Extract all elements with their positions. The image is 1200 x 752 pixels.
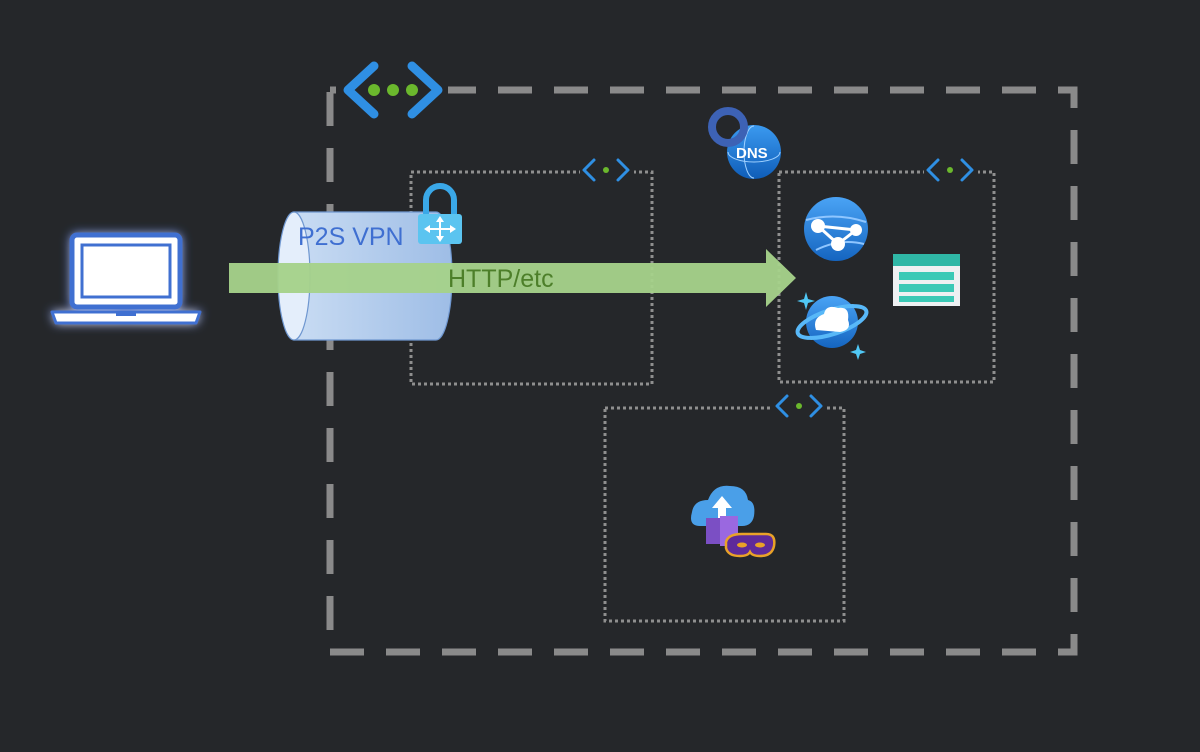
- http-arrow-label: HTTP/etc: [448, 265, 554, 293]
- vnet-boundary: [326, 86, 1078, 656]
- container-apps-icon: [691, 485, 776, 558]
- private-dns-zone-icon: DNS: [708, 107, 781, 179]
- subnet-icon: [773, 392, 827, 422]
- vpn-gateway-lock-icon: [418, 183, 462, 244]
- subnet-icon: [580, 156, 634, 186]
- app-service-icon: [804, 197, 868, 261]
- virtual-network-icon: [336, 58, 448, 122]
- http-arrow: [229, 249, 796, 307]
- subnet-container-apps: [603, 406, 846, 623]
- subnet-services: [777, 170, 996, 384]
- storage-account-icon: [893, 254, 960, 306]
- cosmos-db-icon: [795, 292, 869, 360]
- laptop-icon: [50, 232, 202, 325]
- vpn-tunnel-label: P2S VPN: [298, 223, 404, 251]
- subnet-icon: [924, 156, 978, 186]
- dns-label: DNS: [736, 145, 768, 162]
